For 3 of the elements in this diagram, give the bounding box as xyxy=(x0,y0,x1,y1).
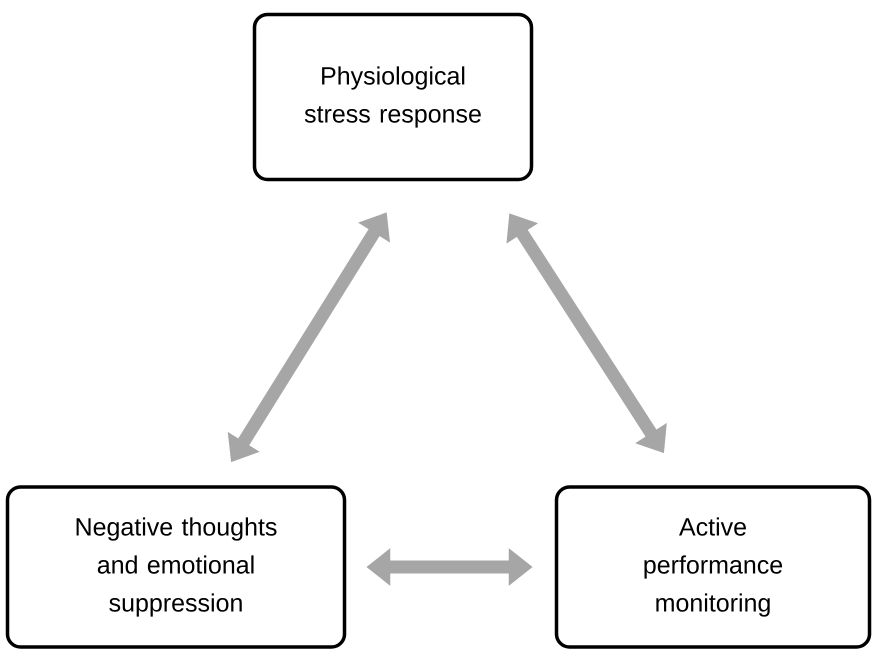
text-box: Negative thoughts and emotional suppression xyxy=(6,485,346,649)
text-box: Active performance monitoring xyxy=(554,485,872,649)
text-box: Physiological stress response xyxy=(252,12,534,182)
